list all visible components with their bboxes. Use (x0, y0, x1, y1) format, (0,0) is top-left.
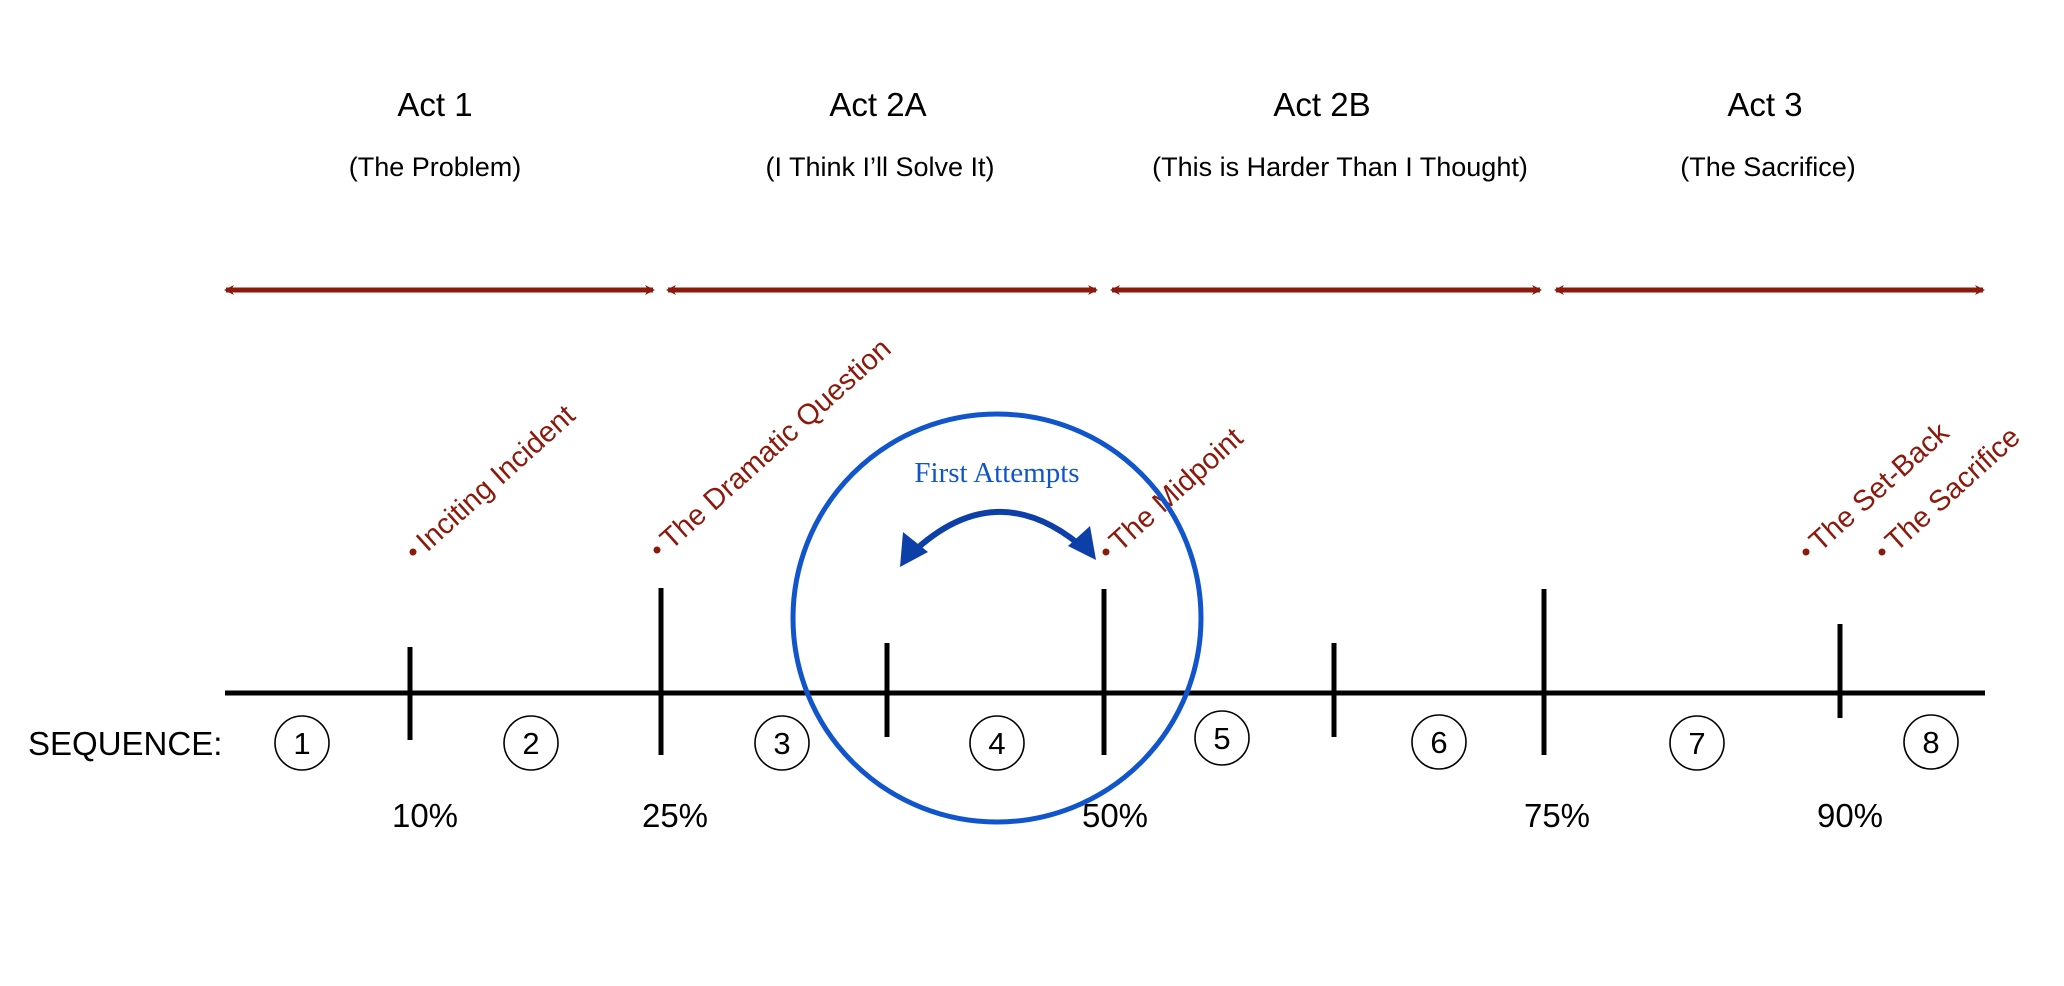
sequence-1: 1 (274, 715, 330, 771)
sequence-2: 2 (503, 715, 559, 771)
turning-point-events: Inciting Incident The Dramatic Question … (409, 333, 2027, 558)
event-label: The Midpoint (1103, 422, 1249, 558)
percent-75-label: 75% (1524, 797, 1590, 834)
act-2b-title: Act 2B (1273, 86, 1370, 123)
percentage-labels: 10% 25% 50% 75% 90% (392, 797, 1883, 834)
percent-10-label: 10% (392, 797, 458, 834)
timeline (225, 588, 1985, 755)
sequence-label: SEQUENCE: (28, 725, 222, 762)
sequence-markers: 1 2 3 4 5 6 7 8 (274, 710, 1959, 771)
percent-50-label: 50% (1082, 797, 1148, 834)
sequence-circle (1903, 714, 1959, 770)
sequence-circle (754, 715, 810, 771)
act-1-title: Act 1 (397, 86, 472, 123)
event-label: The Dramatic Question (654, 333, 897, 556)
sequence-circle (969, 715, 1025, 771)
highlight-circle (790, 411, 1204, 825)
double-arrow-left-head (900, 532, 928, 567)
sequence-circle (1669, 715, 1725, 771)
event-dramatic-question: The Dramatic Question (653, 333, 897, 556)
sequence-number: 3 (773, 726, 790, 761)
event-midpoint: The Midpoint (1102, 422, 1249, 558)
act-2a-title: Act 2A (829, 86, 926, 123)
sequence-3: 3 (754, 715, 810, 771)
act-1-subtitle: (The Problem) (349, 152, 522, 182)
sequence-circle (1194, 710, 1250, 766)
sequence-circle (1411, 714, 1467, 770)
sequence-5: 5 (1194, 710, 1250, 766)
percent-90-label: 90% (1817, 797, 1883, 834)
event-bullet (1102, 548, 1110, 556)
first-attempts-highlight: First Attempts (790, 411, 1204, 825)
sequence-number: 7 (1688, 726, 1705, 761)
event-bullet (409, 548, 417, 556)
sequence-8: 8 (1903, 714, 1959, 770)
sequence-circle (503, 715, 559, 771)
sequence-number: 6 (1430, 725, 1447, 760)
sequence-7: 7 (1669, 715, 1725, 771)
event-bullet (653, 546, 661, 554)
sequence-6: 6 (1411, 714, 1467, 770)
highlight-label: First Attempts (914, 457, 1079, 489)
sequence-circle (274, 715, 330, 771)
sequence-number: 5 (1213, 721, 1230, 756)
act-2b-subtitle: (This is Harder Than I Thought) (1152, 152, 1528, 182)
sequence-4: 4 (969, 715, 1025, 771)
percent-25-label: 25% (642, 797, 708, 834)
event-bullet (1802, 548, 1810, 556)
event-label: Inciting Incident (410, 399, 581, 558)
sequence-number: 2 (522, 726, 539, 761)
act-3-subtitle: (The Sacrifice) (1680, 152, 1856, 182)
act-3-title: Act 3 (1727, 86, 1802, 123)
event-bullet (1878, 548, 1886, 556)
sequence-number: 8 (1922, 725, 1939, 760)
double-arrow-right-head (1068, 526, 1096, 560)
act-2a-subtitle: (I Think I’ll Solve It) (765, 152, 994, 182)
sequence-number: 1 (293, 726, 310, 761)
act-headings: Act 1 (The Problem) Act 2A (I Think I’ll… (349, 86, 1856, 182)
double-arrow-curve (902, 509, 1091, 563)
event-inciting-incident: Inciting Incident (409, 399, 582, 558)
sequence-number: 4 (988, 726, 1005, 761)
